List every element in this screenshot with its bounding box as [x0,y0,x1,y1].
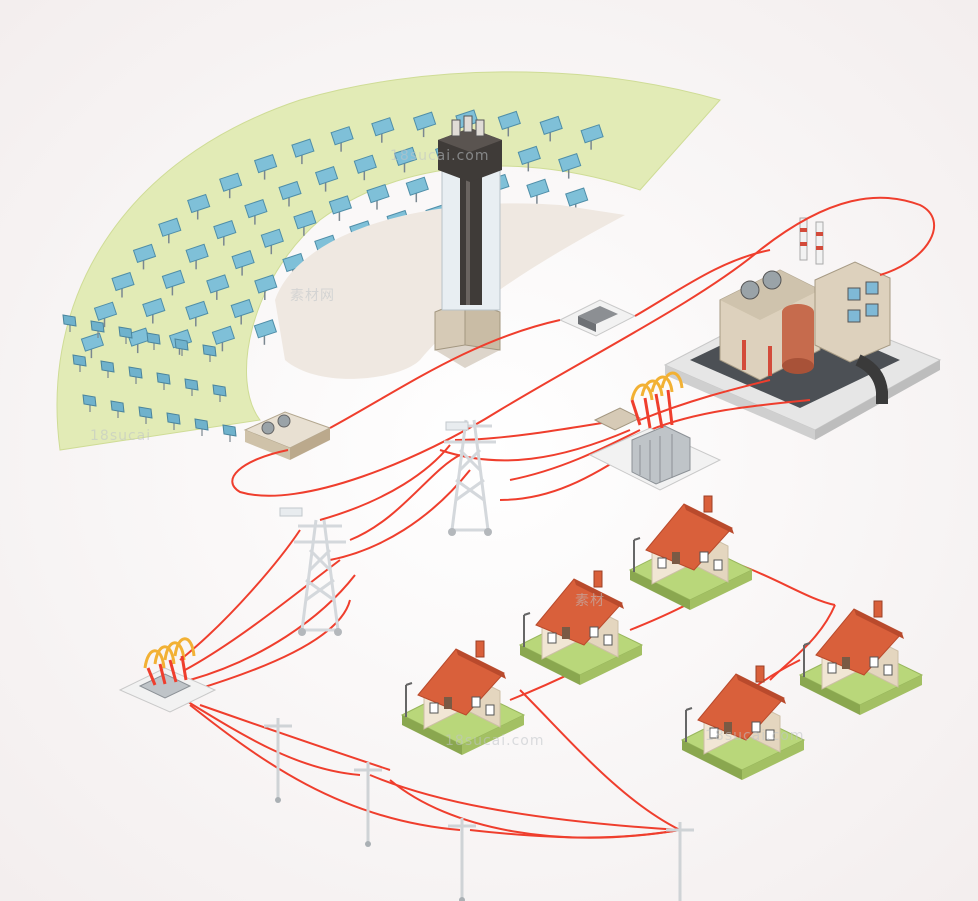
power-plant [663,217,942,440]
svg-text:18sucai.com: 18sucai.com [705,728,805,744]
svg-text:18sucai.com: 18sucai.com [390,148,490,164]
step-up-substation [588,371,722,491]
solar-tower [434,115,502,368]
svg-text:素材: 素材 [575,593,605,609]
svg-text:18sucai.com: 18sucai.com [445,733,545,749]
distribution-substation [118,637,217,713]
transmission-towers [279,418,498,638]
svg-text:素材网: 素材网 [290,288,335,304]
tower-core [460,170,482,305]
heliostat-field [56,71,721,451]
svg-text:18sucai: 18sucai [90,428,151,444]
watermark: 18sucai.com 素材网 素材 18sucai.com 18sucai.c… [90,148,805,749]
